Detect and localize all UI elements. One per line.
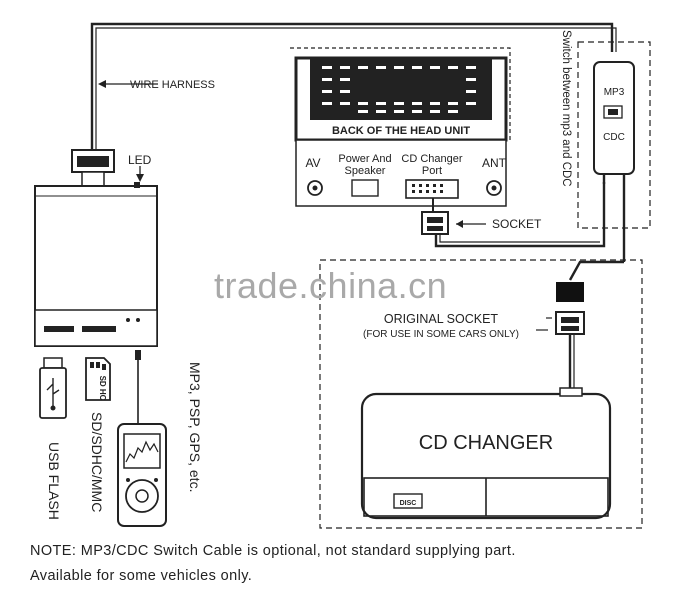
switch-mp3-label: MP3 [604,87,625,98]
socket-connector [421,182,606,248]
cd-changer-dashed-box [319,259,643,529]
players-label: MP3, PSP, GPS, etc. [187,362,203,493]
switch-cables [602,174,626,262]
wire-harness-label: WIRE HARNESS [130,79,215,91]
interface-box [34,149,158,347]
usb-flash-label: USB FLASH [46,442,62,520]
original-socket-plug-icon [556,282,584,302]
disc-logo-icon [393,493,423,509]
cd-changer-unit [360,387,612,520]
power-speaker-label-line1: Power And [338,153,391,165]
switch-note-label: Switch between mp3 and CDC [560,30,572,187]
watermark: trade.china.cn [214,265,448,306]
wire-harness-cable [90,22,614,152]
original-socket-note: (FOR USE IN SOME CARS ONLY) [363,329,519,340]
cd-changer-port-label-line2: Port [422,165,442,177]
power-speaker-label-line2: Speaker [345,165,386,177]
usb-flash-icon [39,357,67,419]
sd-cards-label: SD/SDHC/MMC [89,412,105,513]
power-speaker-port-icon [351,179,379,197]
av-label: AV [305,156,320,170]
sd-chip-label: SD HC [98,376,107,401]
switch-to-socket-cable [568,260,624,281]
switch-dashed-box [577,41,651,229]
usb-slot-icon [44,326,74,332]
note-line-1: NOTE: MP3/CDC Switch Cable is optional, … [30,543,516,559]
sd-card-icon [85,357,111,401]
ant-label: ANT [482,156,507,170]
head-unit-vent-grid [322,66,476,113]
switch-cdc-label: CDC [603,132,625,143]
note-line-2: Available for some vehicles only. [30,568,253,584]
original-socket-label: ORIGINAL SOCKET [384,312,499,326]
back-of-head-unit-label: BACK OF THE HEAD UNIT [332,125,470,137]
cd-changer-label: CD CHANGER [419,432,553,454]
head-unit [290,47,511,207]
cd-changer-port-icon [405,179,459,199]
led-icon [134,182,140,188]
cd-changer-port-label-line1: CD Changer [401,153,462,165]
disc-logo-text: DISC [400,500,417,507]
mp3-player-icon [117,350,167,527]
wire-harness-cable-inner [95,27,617,152]
led-label: LED [128,153,152,167]
sd-slot-icon [82,326,116,332]
socket-label: SOCKET [492,217,542,231]
